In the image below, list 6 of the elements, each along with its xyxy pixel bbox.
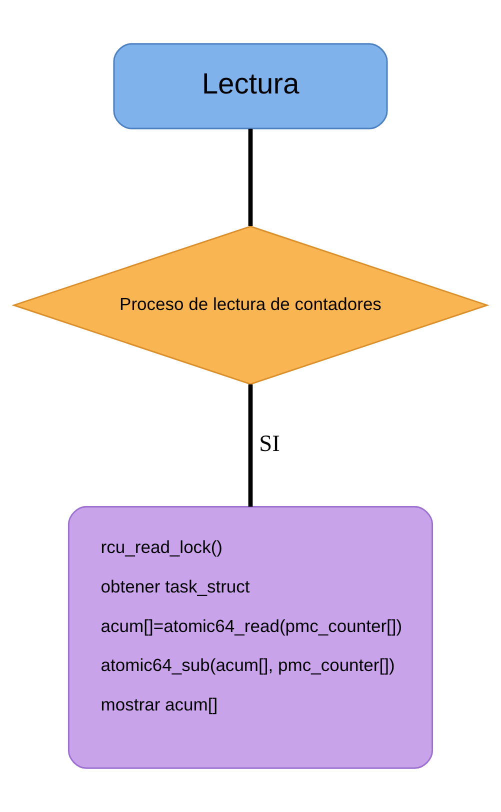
node-box: Lectura	[113, 43, 388, 130]
node-diamond: Proceso de lectura de contadores	[12, 226, 490, 385]
connector	[248, 128, 253, 226]
edge-label: SI	[259, 430, 280, 457]
connector	[248, 384, 253, 507]
node-box: rcu_read_lock() obtener task_struct acum[]=atomic64_read(pmc_counter[]) atomic64_sub(acum[], pmc_counter[]) mostrar acum[]	[68, 506, 434, 769]
